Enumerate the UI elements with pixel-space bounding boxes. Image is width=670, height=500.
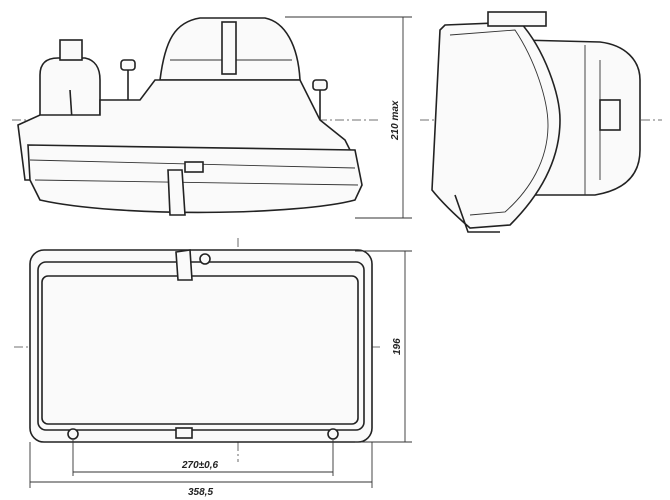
dimension-height-side: 210 max	[390, 100, 401, 141]
side-view: 210 max	[12, 16, 412, 219]
dimension-overall-width: 358,5	[188, 487, 213, 498]
dimension-mount-spacing: 270±0,6	[181, 460, 219, 471]
front-view: 196 270±0,6 358,5	[14, 238, 412, 498]
dimension-height-front: 196	[392, 338, 403, 355]
profile-view	[420, 11, 662, 233]
